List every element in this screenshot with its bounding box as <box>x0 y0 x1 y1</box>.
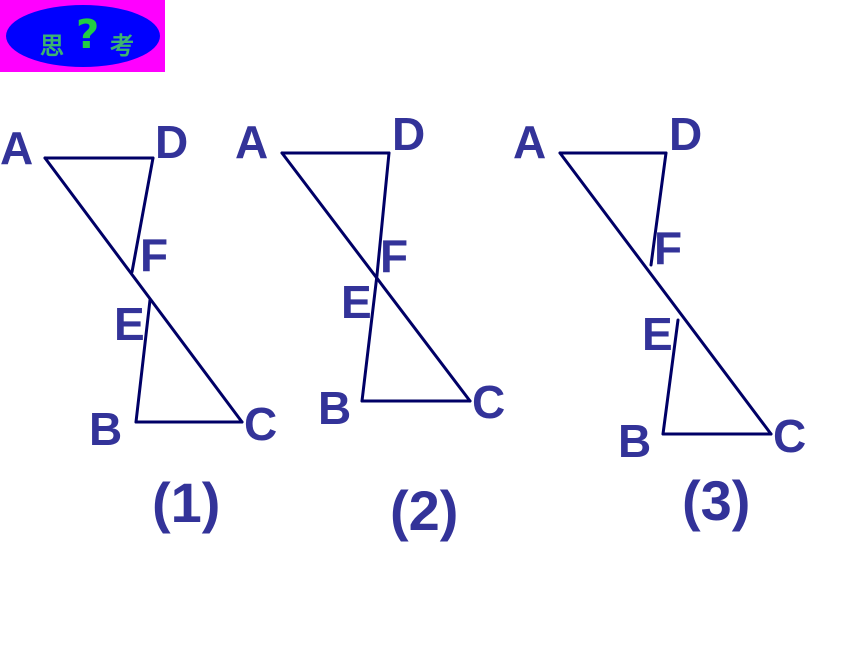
fig3-label-f: F <box>654 222 682 274</box>
fig3-label-e: E <box>642 308 673 360</box>
fig1-segment-df <box>130 156 155 274</box>
figure-1: A D F E B C (1) <box>0 116 277 534</box>
fig3-label-c: C <box>773 410 806 462</box>
fig3-label-a: A <box>513 116 546 168</box>
fig1-segment-eb <box>134 298 152 424</box>
fig3-label-b: B <box>618 415 651 467</box>
logo-text-left: 思 <box>40 32 64 60</box>
think-logo-graphic: 思 ? 考 <box>6 5 160 67</box>
fig3-segment-eb <box>661 318 680 436</box>
fig2-label-a: A <box>235 116 268 168</box>
fig2-segment-df <box>375 151 391 277</box>
fig2-label-c: C <box>472 376 505 428</box>
fig1-label-a: A <box>0 122 33 174</box>
think-logo-badge: 思 ? 考 <box>0 0 165 72</box>
fig1-label-b: B <box>89 403 122 455</box>
logo-text-right: 考 <box>110 32 134 60</box>
fig1-segment-ac <box>43 156 244 424</box>
fig3-segment-df <box>649 151 668 267</box>
fig1-label-e: E <box>114 298 145 350</box>
figure-3: A D F E B C (3) <box>513 108 806 532</box>
fig3-caption: (3) <box>682 469 750 532</box>
fig2-caption: (2) <box>390 479 458 542</box>
figure-2: A D F E B C (2) <box>235 108 505 542</box>
logo-question-mark: ? <box>76 12 99 58</box>
fig3-segment-ac <box>558 151 773 436</box>
fig1-caption: (1) <box>152 471 220 534</box>
fig2-label-e: E <box>341 276 372 328</box>
fig1-label-d: D <box>155 116 188 168</box>
fig2-segment-eb <box>360 273 379 403</box>
logo-ellipse <box>6 5 160 67</box>
fig1-label-f: F <box>140 229 168 281</box>
fig2-label-d: D <box>392 108 425 160</box>
fig2-label-b: B <box>318 382 351 434</box>
fig2-label-f: F <box>380 230 408 282</box>
fig1-label-c: C <box>244 398 277 450</box>
fig3-label-d: D <box>669 108 702 160</box>
